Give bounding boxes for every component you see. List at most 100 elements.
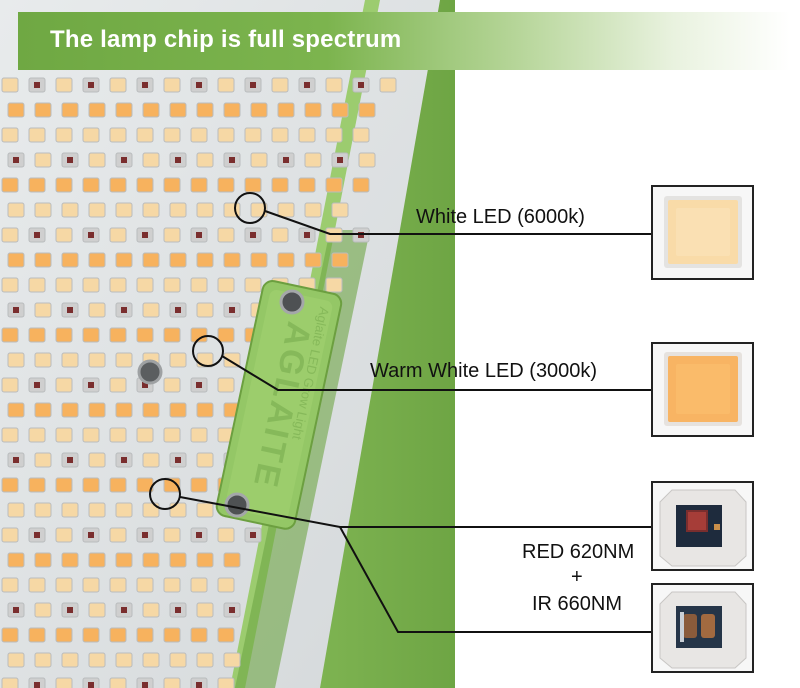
led-chip <box>169 202 187 218</box>
led-chip <box>352 177 370 193</box>
led-chip <box>88 202 106 218</box>
page-title: The lamp chip is full spectrum <box>50 26 402 53</box>
chip-photo-white <box>651 185 754 280</box>
led-chip <box>1 327 19 343</box>
led-chip <box>163 177 181 193</box>
led-chip <box>7 402 25 418</box>
led-chip <box>271 127 289 143</box>
red-led-die <box>88 232 94 238</box>
led-chip <box>55 477 73 493</box>
led-chip <box>304 252 322 268</box>
led-chip <box>109 377 127 393</box>
led-chip <box>34 502 52 518</box>
led-chip <box>358 152 376 168</box>
red-led-die <box>196 532 202 538</box>
led-chip <box>61 552 79 568</box>
label-warm-white-led: Warm White LED (3000k) <box>370 360 598 382</box>
led-chip <box>61 202 79 218</box>
red-led-die <box>121 307 127 313</box>
led-chip <box>88 352 106 368</box>
led-chip <box>82 477 100 493</box>
led-chip <box>331 102 349 118</box>
led-chip <box>304 102 322 118</box>
led-chip <box>55 527 73 543</box>
led-chip <box>1 77 19 93</box>
led-chip <box>34 552 52 568</box>
led-chip <box>136 427 154 443</box>
red-led-die <box>142 682 148 688</box>
red-led-die <box>358 82 364 88</box>
led-chip <box>217 177 235 193</box>
led-chip <box>304 152 322 168</box>
led-chip <box>196 552 214 568</box>
red-led-die <box>175 457 181 463</box>
led-chip <box>88 552 106 568</box>
led-chip <box>142 502 160 518</box>
led-chip <box>136 127 154 143</box>
red-led-die <box>175 607 181 613</box>
mounting-bracket: AGLAITE Aglaite LED Grow Light <box>215 280 343 530</box>
led-chip <box>196 502 214 518</box>
red-led-die <box>88 682 94 688</box>
led-chip <box>196 402 214 418</box>
led-chip <box>163 77 181 93</box>
led-board <box>0 0 440 688</box>
led-chip <box>136 577 154 593</box>
led-chip <box>196 302 214 318</box>
led-chip <box>55 627 73 643</box>
led-chip <box>379 77 397 93</box>
led-chip <box>7 552 25 568</box>
red-led-die <box>34 532 40 538</box>
label-ir-660nm: IR 660NM <box>532 593 623 615</box>
led-chip <box>109 577 127 593</box>
led-chip <box>109 427 127 443</box>
led-chip <box>217 127 235 143</box>
red-led-die <box>229 307 235 313</box>
led-chip <box>169 652 187 668</box>
red-led-die <box>67 457 73 463</box>
led-chip <box>61 252 79 268</box>
led-chip <box>55 577 73 593</box>
red-led-die <box>229 607 235 613</box>
led-chip <box>109 177 127 193</box>
callout-line-white <box>264 210 655 235</box>
led-chip <box>271 77 289 93</box>
led-chip <box>142 252 160 268</box>
red-led-die <box>88 82 94 88</box>
led-chip <box>28 127 46 143</box>
led-chip <box>196 252 214 268</box>
led-chip <box>55 277 73 293</box>
red-led-die <box>13 157 19 163</box>
red-led-die <box>67 307 73 313</box>
led-chip <box>196 652 214 668</box>
red-led-die <box>34 682 40 688</box>
red-led-die <box>250 232 256 238</box>
led-chip <box>88 252 106 268</box>
led-chip <box>358 102 376 118</box>
led-chip <box>331 252 349 268</box>
red-led-die <box>304 82 310 88</box>
led-chip <box>82 177 100 193</box>
led-chip <box>223 102 241 118</box>
led-chip <box>109 277 127 293</box>
led-chip <box>115 352 133 368</box>
led-chip <box>163 127 181 143</box>
led-chip <box>82 427 100 443</box>
led-chip <box>223 252 241 268</box>
led-chip <box>88 402 106 418</box>
led-chip <box>34 302 52 318</box>
red-led-die <box>34 382 40 388</box>
callout-circle-white <box>234 192 266 224</box>
led-chip <box>115 102 133 118</box>
led-chip <box>217 627 235 643</box>
chip-photo-red <box>651 481 754 571</box>
led-chip <box>61 502 79 518</box>
led-chip <box>196 152 214 168</box>
red-led-die <box>121 457 127 463</box>
led-chip <box>271 177 289 193</box>
red-led-die <box>13 457 19 463</box>
led-chip <box>298 127 316 143</box>
red-led-die <box>34 82 40 88</box>
led-chip <box>1 177 19 193</box>
led-chip <box>163 527 181 543</box>
